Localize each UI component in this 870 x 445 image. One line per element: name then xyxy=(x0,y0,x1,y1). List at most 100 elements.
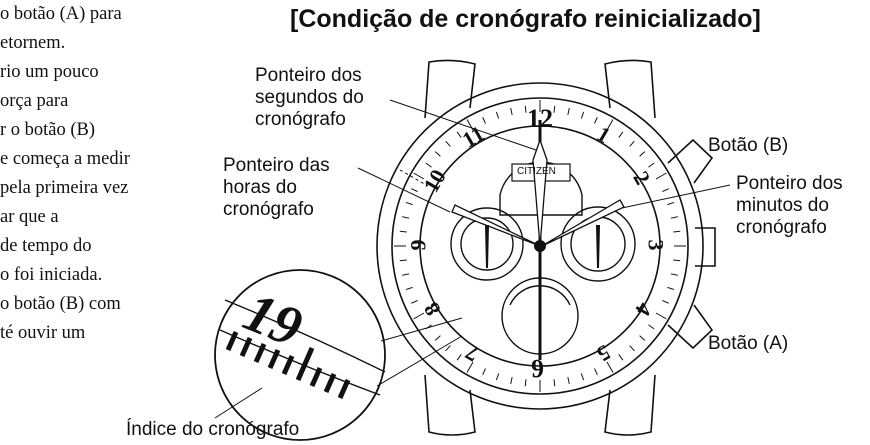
subdial-right xyxy=(560,206,636,282)
text-line: té ouvir um xyxy=(0,323,86,343)
bezel-tick xyxy=(655,172,667,180)
bezel-tick xyxy=(618,354,624,361)
bezel-tick xyxy=(629,345,635,352)
lug-top-right xyxy=(604,59,656,119)
bezel-tick xyxy=(524,105,527,113)
bezel-tick xyxy=(670,273,679,276)
bezel-tick xyxy=(667,201,675,206)
bezel-tick xyxy=(567,376,570,385)
label-chrono-hours-hand: Ponteiro das horas do cronógrafo xyxy=(223,155,330,220)
bezel-ring xyxy=(391,97,689,395)
leader-zoom-bottom xyxy=(376,335,463,387)
bezel-tick xyxy=(594,116,598,124)
bezel-tick xyxy=(629,140,635,147)
text-line: e começa a medir xyxy=(0,149,130,169)
bezel-tick xyxy=(510,107,513,116)
bezel-tick xyxy=(655,312,667,320)
minutes-hand xyxy=(532,138,548,247)
bezel-tick xyxy=(413,172,425,180)
chronograph-index-ticks xyxy=(394,100,686,392)
label-chrono-seconds-hand: Ponteiro dos segundos do cronógrafo xyxy=(255,65,364,130)
text-line: o botão (B) com xyxy=(0,294,121,314)
bezel-tick xyxy=(667,286,675,291)
bezel-tick xyxy=(639,335,646,341)
bezel-tick xyxy=(405,286,413,291)
bezel-tick xyxy=(399,230,407,233)
text-line: r o botão (B) xyxy=(0,120,96,140)
chrono-minute-hand xyxy=(539,199,625,248)
text-line: etornem. xyxy=(0,33,66,53)
bezel-tick xyxy=(410,300,418,304)
bezel-tick xyxy=(399,259,407,262)
bezel-tick xyxy=(606,361,614,373)
label-chronograph-index: Índice do cronógrafo xyxy=(126,419,300,440)
text-line: de tempo do xyxy=(0,236,92,256)
bezel-tick xyxy=(434,151,441,157)
bezel-tick xyxy=(553,105,556,113)
hands xyxy=(451,120,625,360)
bezel-tick xyxy=(648,162,655,168)
top-window xyxy=(499,161,583,216)
bezel-tick xyxy=(401,216,410,219)
subdial-left-inner xyxy=(460,217,514,271)
numeral-6: 6 xyxy=(531,354,544,383)
bezel-tick xyxy=(410,188,418,192)
bezel-tick xyxy=(639,151,646,157)
case-outer xyxy=(376,82,704,410)
bezel-tick xyxy=(445,345,451,352)
crown xyxy=(695,227,716,267)
bezel-tick xyxy=(594,368,598,376)
bezel-tick xyxy=(405,201,413,206)
bezel-tick xyxy=(401,273,410,276)
leader-seconds xyxy=(389,99,537,151)
diagram-title: [Condição de cronógrafo reinicializado] xyxy=(290,5,761,33)
bezel-tick xyxy=(673,259,681,262)
pusher-b xyxy=(667,138,714,184)
numeral-12: 12 xyxy=(527,104,553,133)
pusher-a xyxy=(667,304,714,350)
text-line: o foi iniciada. xyxy=(0,265,103,285)
label-button-a: Botão (A) xyxy=(708,333,789,354)
bezel-tick xyxy=(466,361,474,373)
leader-hours xyxy=(357,167,451,213)
bezel-tick xyxy=(580,111,585,119)
chrono-hour-hand xyxy=(451,204,541,247)
bezel-tick xyxy=(618,131,624,138)
label-chrono-minutes-hand: Ponteiro dos minutos do cronógrafo xyxy=(736,173,843,238)
bezel-tick xyxy=(482,116,486,124)
label-button-b: Botão (B) xyxy=(708,135,789,156)
bezel-tick xyxy=(456,131,462,138)
bezel-tick xyxy=(670,216,679,219)
bezel-tick xyxy=(553,379,556,387)
bezel-tick xyxy=(524,379,527,387)
partial-instruction-text: o botão (A) para etornem. rio um pouco o… xyxy=(0,0,215,348)
leader-zoom-top xyxy=(380,317,463,342)
bezel-tick xyxy=(482,368,486,376)
text-line: ar que a xyxy=(0,207,59,227)
lug-top-left xyxy=(424,59,476,119)
bezel-tick xyxy=(673,230,681,233)
leader-minutes xyxy=(621,184,731,209)
bezel-tick xyxy=(495,373,500,381)
bezel-tick xyxy=(510,376,513,385)
text-line: orça para xyxy=(0,91,69,111)
bezel-tick xyxy=(648,324,655,330)
bezel-tick xyxy=(495,111,500,119)
lug-bottom-left xyxy=(424,374,476,436)
bezel-tick xyxy=(456,354,462,361)
bezel-tick xyxy=(425,162,432,168)
text-line: rio um pouco xyxy=(0,62,99,82)
lug-bottom-right xyxy=(604,374,656,436)
bezel-tick xyxy=(662,188,670,192)
bezel-tick xyxy=(434,335,441,341)
leader-index xyxy=(214,387,263,419)
brand-logo: CITIZEN xyxy=(517,166,556,177)
subdial-left-hand xyxy=(485,225,489,268)
bezel-tick xyxy=(413,312,425,320)
numeral-9: 9 xyxy=(405,239,431,251)
bezel-tick xyxy=(606,119,614,131)
subdial-right-hand xyxy=(596,225,600,268)
text-line: pela primeira vez xyxy=(0,178,129,198)
text-line: o botão (A) para xyxy=(0,4,122,24)
